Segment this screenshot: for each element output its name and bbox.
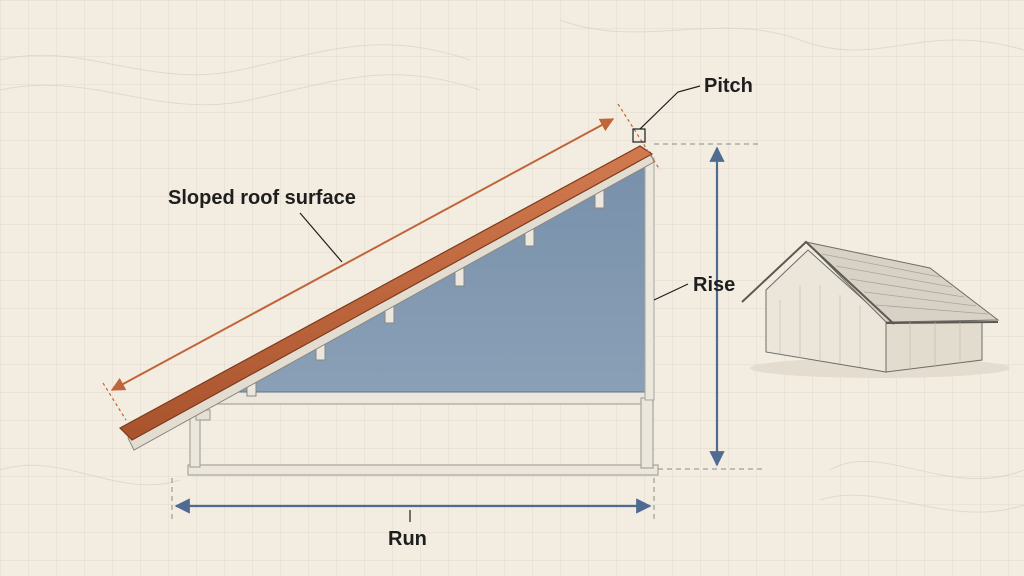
- roof-surface-leader-line: [299, 212, 343, 263]
- rise-leader-line: [653, 283, 689, 301]
- pitch-label: Pitch: [704, 75, 753, 97]
- house-roof-shading: [821, 253, 989, 315]
- rise-label: Rise: [693, 274, 735, 296]
- rise-extension-lines: [654, 143, 762, 470]
- roof-length-ticks: [102, 103, 661, 421]
- house-roof-plane: [804, 241, 1000, 323]
- foundation-beam: [187, 464, 659, 476]
- roof-length-arrow: [110, 118, 615, 391]
- gable-house-illustration: [741, 240, 1010, 378]
- pitch-right-angle-icon: [632, 128, 646, 143]
- background-contours: [0, 19, 1024, 513]
- right-post: [640, 397, 654, 469]
- pitch-marker: [632, 85, 701, 143]
- run-label: Run: [388, 528, 427, 550]
- house-eave: [885, 321, 999, 324]
- house-wall-hatching: [779, 285, 961, 369]
- wall-stud: [644, 157, 655, 401]
- house-gable-roof-edge: [741, 240, 895, 325]
- pitch-leader-line: [639, 85, 701, 130]
- sloped-roof-surface-label: Sloped roof surface: [168, 187, 356, 209]
- floor-framing: [187, 389, 659, 476]
- run-extension-lines: [171, 478, 655, 520]
